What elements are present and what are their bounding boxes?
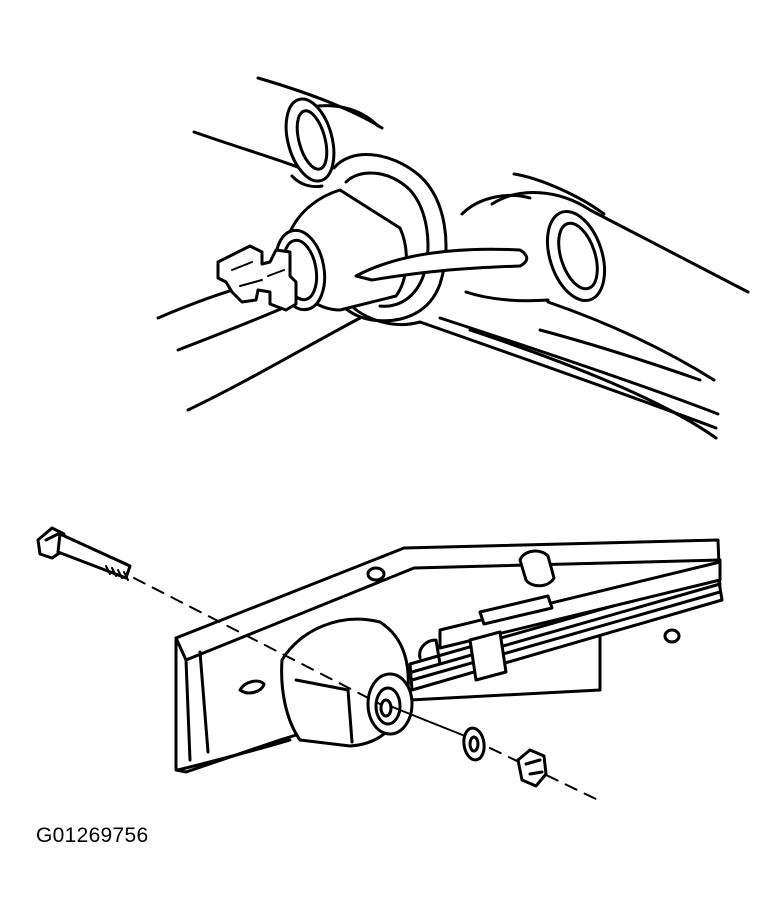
eye-bolt: [36, 526, 132, 581]
spring-hanger: [280, 617, 414, 748]
frame-hole: [663, 628, 681, 644]
pry-bar: [354, 247, 529, 282]
rubber-ring: [284, 97, 336, 183]
floor-edge-line: [176, 303, 292, 352]
axle-tube: [460, 172, 750, 382]
axle-ring: [545, 210, 607, 302]
floor-edge-line: [186, 316, 362, 412]
drive-shaft-and-rear-axle-view: [156, 76, 750, 440]
rail-line: [468, 328, 718, 440]
spring-clip: [478, 594, 554, 626]
rail-line: [438, 316, 720, 416]
leaf-spring-front-eye-bolt-view: [36, 526, 724, 801]
rail-line: [538, 328, 702, 382]
nut: [516, 748, 548, 788]
spring-eye-bushing: [374, 686, 402, 726]
upper-shaft-tube: [284, 97, 380, 189]
bump-stop: [518, 549, 556, 588]
frame-hole: [366, 566, 386, 582]
figure-id-label: G01269756: [36, 824, 149, 847]
spring-clamp: [468, 630, 508, 682]
bolt-centerline: [389, 705, 471, 739]
bolt-centerline: [133, 577, 381, 705]
frame-slot: [238, 679, 266, 695]
u-joint-yoke: [216, 244, 298, 312]
leaf-spring: [408, 560, 724, 692]
washer: [462, 726, 486, 762]
frame-edge-line: [192, 130, 302, 170]
